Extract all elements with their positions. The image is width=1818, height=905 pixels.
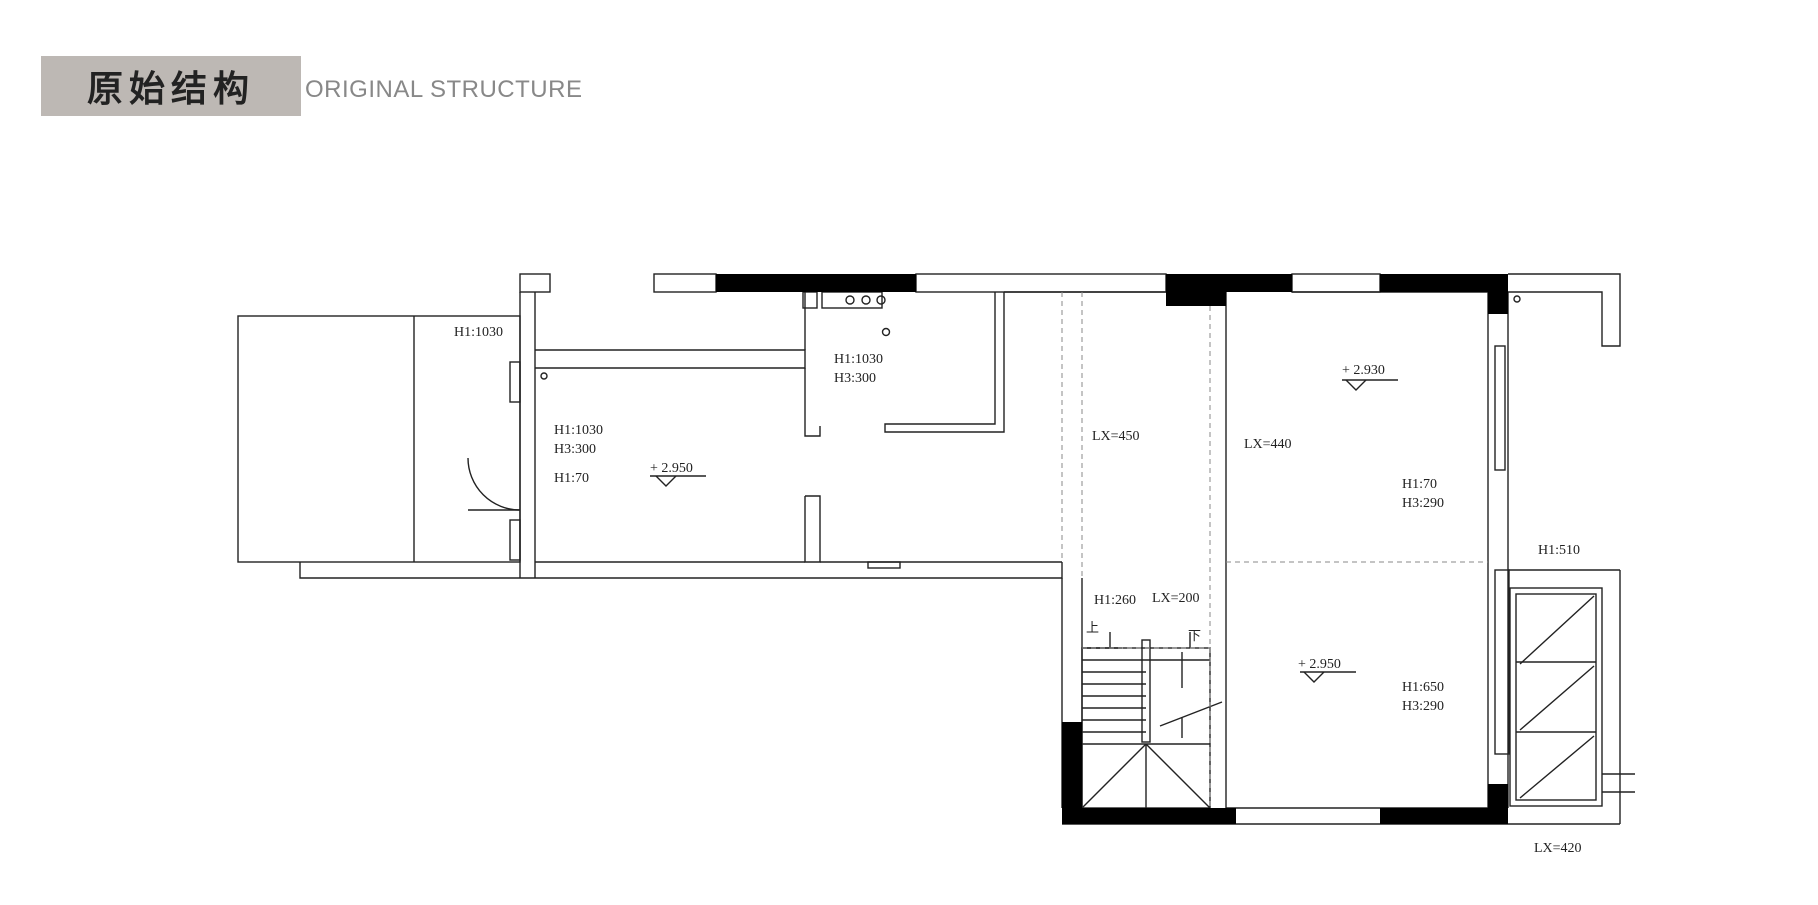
elev-marker-3-tri [1303,671,1325,683]
label-stair-up: 上 [1086,621,1099,636]
title-english: ORIGINAL STRUCTURE [305,76,583,103]
label-elevation-lower: + 2.950 [1298,657,1341,672]
burner-1 [845,295,855,305]
wall-black-6 [1062,722,1082,824]
kitchen-right-wall [884,292,1005,433]
elev-marker-1-tri [655,475,677,487]
label-h1-1030-room: H1:1030 [554,423,603,438]
wall-black-1 [716,274,916,292]
floor-drain [867,561,901,569]
burner-3 [876,295,886,305]
dashed-lines [1061,292,1488,808]
label-elevation-room: + 2.950 [650,461,693,476]
label-h1-260: H1:260 [1094,593,1136,608]
stair-break-line [1159,701,1223,727]
wall-black-3 [1226,274,1292,292]
label-h1-70-bedroom: H1:70 [1402,477,1437,492]
winder-3 [1145,743,1211,809]
column-top-left [519,273,551,293]
corridor-bottom-outer [299,562,1063,579]
wall-black-5 [1488,274,1508,314]
label-h3-300-kitchen: H3:300 [834,371,876,386]
plan-outlines [237,273,1635,825]
glass-hatch-2 [1519,665,1595,731]
glass-unit-inner [1515,593,1597,801]
room1-top-wall [535,349,806,369]
glass-hatch-3 [1519,735,1595,799]
label-h3-290-lower: H3:290 [1402,699,1444,714]
wall-black-9 [1488,784,1508,824]
label-h1-70-room: H1:70 [554,471,589,486]
pipe-marker [540,372,548,380]
top-wall-segment-1 [653,273,717,293]
left-balcony [237,315,521,563]
label-lx-420: LX=420 [1534,841,1582,856]
label-h3-290-bedroom: H3:290 [1402,496,1444,511]
elev-marker-2-tri [1345,379,1367,391]
label-h1-1030-kitchen: H1:1030 [834,352,883,367]
wall-black-2 [1166,274,1226,306]
label-stair-down: 下 [1188,629,1201,644]
door-arc [467,457,521,511]
label-h1-650: H1:650 [1402,680,1444,695]
pipe-marker-right [1513,295,1521,303]
winder-1 [1081,743,1147,809]
glass-unit [1509,587,1603,807]
wall-black-4 [1380,274,1508,292]
burner-2 [861,295,871,305]
wall-black-7 [1062,808,1236,824]
label-h1-1030-balcony: H1:1030 [454,325,503,340]
structural-walls [716,274,1508,824]
window-right [1494,345,1506,471]
window-right-lower [1494,569,1510,755]
stair-handrail [1141,639,1151,743]
label-lx-440: LX=440 [1244,437,1292,452]
door-frame-upper [509,361,521,403]
room1-right-wall-upper [804,368,821,437]
kitchen-drain [881,327,891,337]
label-elevation-bedroom: + 2.930 [1342,363,1385,378]
kitchen-counter [821,291,883,309]
label-lx-450: LX=450 [1092,429,1140,444]
right-balcony-top [1508,273,1621,347]
wall-black-8 [1380,808,1488,824]
title-box: 原始结构 [41,56,301,116]
door-frame-lower [509,519,521,561]
label-lx-200: LX=200 [1152,591,1200,606]
label-h1-510: H1:510 [1538,543,1580,558]
glass-hatch-1 [1519,595,1595,665]
top-wall-segment-2 [915,273,1167,293]
label-h3-300-room: H3:300 [554,442,596,457]
top-wall-segment-3 [1291,273,1381,293]
title-chinese: 原始结构 [86,68,255,110]
room1-right-wall-lower [804,495,821,563]
